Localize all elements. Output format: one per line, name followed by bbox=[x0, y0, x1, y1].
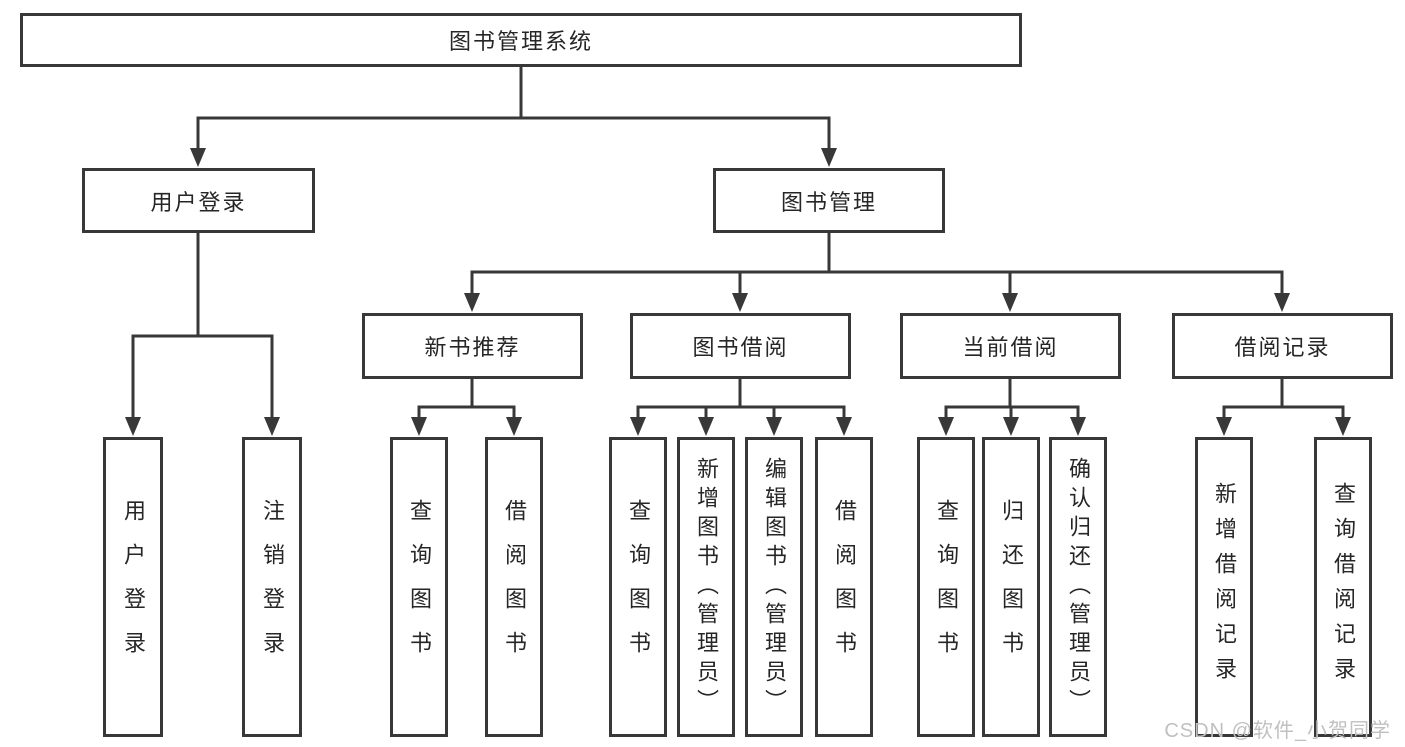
node-label: 图书借阅 bbox=[692, 335, 789, 360]
leaf-edit-book-admin: 编辑图书（管理员） bbox=[745, 437, 803, 737]
node-book-management: 图书管理 bbox=[713, 168, 945, 233]
node-borrowing-records: 借阅记录 bbox=[1172, 313, 1393, 379]
node-label: 图书管理系统 bbox=[448, 29, 593, 54]
node-new-book-recommend: 新书推荐 bbox=[362, 313, 583, 379]
leaf-add-book-admin: 新增图书（管理员） bbox=[677, 437, 735, 737]
node-label: 用户登录 bbox=[150, 189, 247, 215]
node-user-login: 用户登录 bbox=[82, 168, 315, 233]
node-book-borrowing: 图书借阅 bbox=[630, 313, 851, 379]
leaf-query-books: 查询图书 bbox=[917, 437, 975, 737]
leaf-borrow-books: 借阅图书 bbox=[815, 437, 873, 737]
leaf-borrow-books: 借阅图书 bbox=[485, 437, 543, 737]
node-label: 查询图书 bbox=[934, 499, 959, 675]
node-label: 新增图书（管理员） bbox=[694, 456, 719, 718]
node-label: 新增借阅记录 bbox=[1212, 482, 1237, 692]
csdn-watermark: CSDN @软件_小贺同学 bbox=[1164, 720, 1391, 742]
leaf-query-books: 查询图书 bbox=[390, 437, 448, 737]
node-label: 查询图书 bbox=[407, 499, 432, 675]
node-label: 当前借阅 bbox=[962, 335, 1059, 360]
node-library-system: 图书管理系统 bbox=[20, 13, 1022, 67]
node-label: 借阅图书 bbox=[502, 499, 527, 675]
node-label: 编辑图书（管理员） bbox=[762, 456, 787, 718]
node-label: 借阅图书 bbox=[832, 499, 857, 675]
leaf-add-borrow-record: 新增借阅记录 bbox=[1195, 437, 1253, 737]
leaf-logout: 注销登录 bbox=[242, 437, 302, 737]
node-label: 查询借阅记录 bbox=[1331, 482, 1356, 692]
leaf-query-borrow-record: 查询借阅记录 bbox=[1314, 437, 1372, 737]
leaf-confirm-return-admin: 确认归还（管理员） bbox=[1049, 437, 1107, 737]
node-label: 借阅记录 bbox=[1234, 335, 1331, 360]
node-label: 新书推荐 bbox=[424, 335, 521, 360]
node-label: 注销登录 bbox=[260, 499, 285, 675]
node-label: 查询图书 bbox=[626, 499, 651, 675]
node-label: 归还图书 bbox=[999, 499, 1024, 675]
node-label: 确认归还（管理员） bbox=[1066, 456, 1091, 718]
node-label: 图书管理 bbox=[780, 189, 877, 215]
leaf-user-login: 用户登录 bbox=[103, 437, 163, 737]
node-current-borrowing: 当前借阅 bbox=[900, 313, 1121, 379]
leaf-query-books: 查询图书 bbox=[609, 437, 667, 737]
node-label: 用户登录 bbox=[121, 499, 146, 675]
leaf-return-books: 归还图书 bbox=[982, 437, 1040, 737]
